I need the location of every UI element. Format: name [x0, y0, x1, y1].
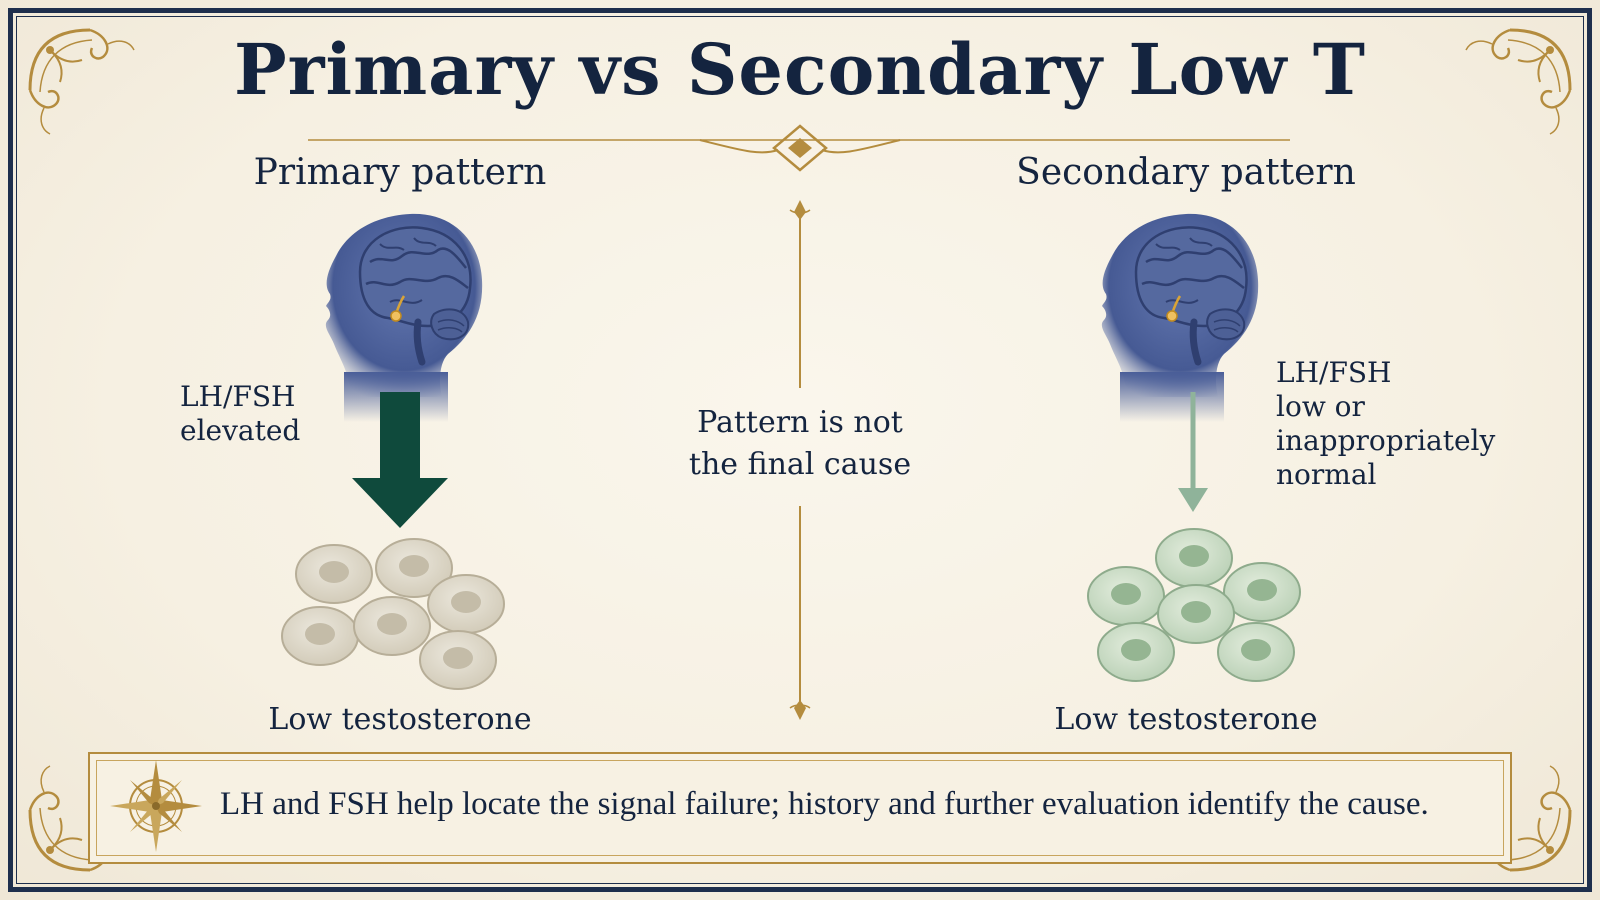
outer-frame: [8, 8, 1592, 892]
title-flourish-icon: [699, 124, 901, 172]
primary-hormone-label: LH/FSH elevated: [180, 380, 301, 447]
footer-text: LH and FSH help locate the signal failur…: [220, 786, 1429, 822]
head-brain-icon: [1102, 214, 1258, 422]
primary-heading: Primary pattern: [253, 152, 547, 193]
secondary-result: Low testosterone: [1054, 702, 1318, 737]
down-arrow-icon: [1178, 392, 1208, 512]
primary-result: Low testosterone: [268, 702, 532, 737]
secondary-heading: Secondary pattern: [1016, 152, 1356, 193]
cell-cluster-icon: [1087, 528, 1301, 682]
head-brain-icon: [326, 214, 482, 422]
center-note: Pattern is not the final cause: [688, 405, 912, 482]
cell-cluster-icon: [281, 538, 505, 690]
secondary-hormone-label: LH/FSH low or inappropriately normal: [1276, 356, 1496, 491]
down-arrow-icon: [352, 392, 448, 528]
footer-banner: [88, 752, 1512, 864]
inner-frame: [16, 16, 1584, 884]
page-title: Primary vs Secondary Low T: [233, 28, 1367, 111]
center-divider: [789, 200, 811, 720]
